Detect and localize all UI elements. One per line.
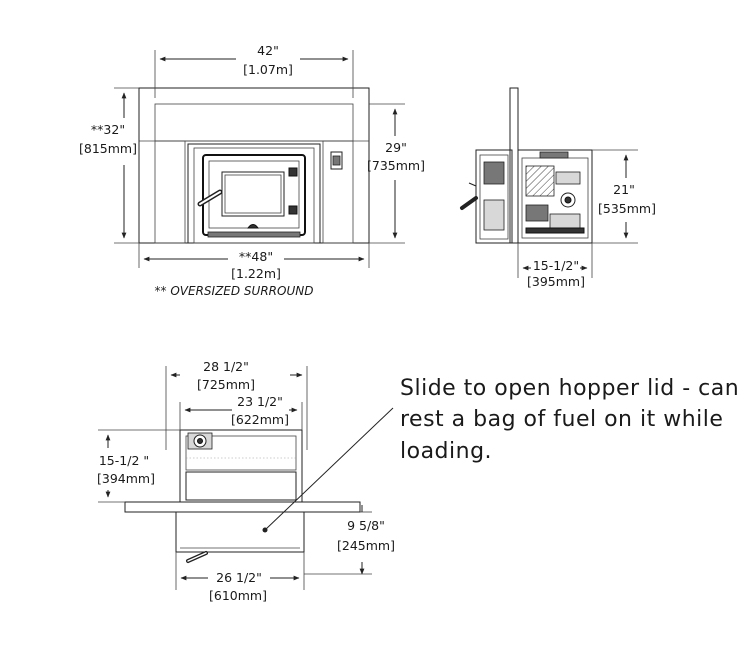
side-view: 21" [535mm] 15-1/2" [395mm] <box>460 87 656 289</box>
callout-line-2: rest a bag of fuel on it while <box>400 407 723 432</box>
callout-line-1: Slide to open hopper lid - can <box>400 376 739 401</box>
door-glass <box>221 171 285 217</box>
top-depth-mm: [394mm] <box>97 471 155 486</box>
left-panel <box>154 140 186 244</box>
top-width-inner-in: 23 1/2" <box>237 394 283 409</box>
right-panel <box>322 140 354 244</box>
top-front-depth-mm: [245mm] <box>337 538 395 553</box>
surround-width-in: **48" <box>239 249 273 264</box>
top-front-depth-in: 9 5/8" <box>347 518 385 533</box>
front-width-in: 42" <box>257 43 279 58</box>
top-width-outer-mm: [725mm] <box>197 377 255 392</box>
surround-width-m: [1.22m] <box>231 266 281 281</box>
top-panel <box>154 103 354 142</box>
front-width-m: [1.07m] <box>243 62 293 77</box>
callout-leader <box>264 407 394 531</box>
door-emblem <box>247 224 259 229</box>
hinge-top <box>288 167 298 177</box>
callout-text: Slide to open hopper lid - can rest a ba… <box>400 376 739 464</box>
side-height-in: 21" <box>613 182 635 197</box>
side-height-mm: [535mm] <box>598 201 656 216</box>
top-bottom-width-mm: [610mm] <box>209 588 267 603</box>
top-view: 28 1/2" [725mm] 23 1/2" [622mm] 15-1/2 "… <box>97 359 395 603</box>
front-height-insert-in: 29" <box>385 140 407 155</box>
top-bottom-width-in: 26 1/2" <box>216 570 262 585</box>
stove-front-protrusion <box>175 511 305 553</box>
faceplate <box>509 87 519 244</box>
top-width-outer-in: 28 1/2" <box>203 359 249 374</box>
hinge-bottom <box>288 205 298 215</box>
auger-assembly <box>525 165 555 197</box>
side-handle <box>460 196 478 210</box>
top-depth-in: 15-1/2 " <box>99 453 149 468</box>
top-width-inner-mm: [622mm] <box>231 412 289 427</box>
front-height-insert-mm: [735mm] <box>367 158 425 173</box>
callout-line-3: loading. <box>400 439 492 464</box>
oversized-surround-note: ** OVERSIZED SURROUND <box>155 284 314 298</box>
front-height-total-mm: [815mm] <box>79 141 137 156</box>
top-surround-plate <box>124 501 361 513</box>
front-view: 42" [1.07m] **32" [815mm] 29" [735mm] **… <box>79 43 425 298</box>
side-depth-in: 15-1/2" <box>533 258 579 273</box>
stove-rear-body <box>517 149 593 244</box>
side-depth-mm: [395mm] <box>527 274 585 289</box>
front-height-total-in: **32" <box>91 122 125 137</box>
